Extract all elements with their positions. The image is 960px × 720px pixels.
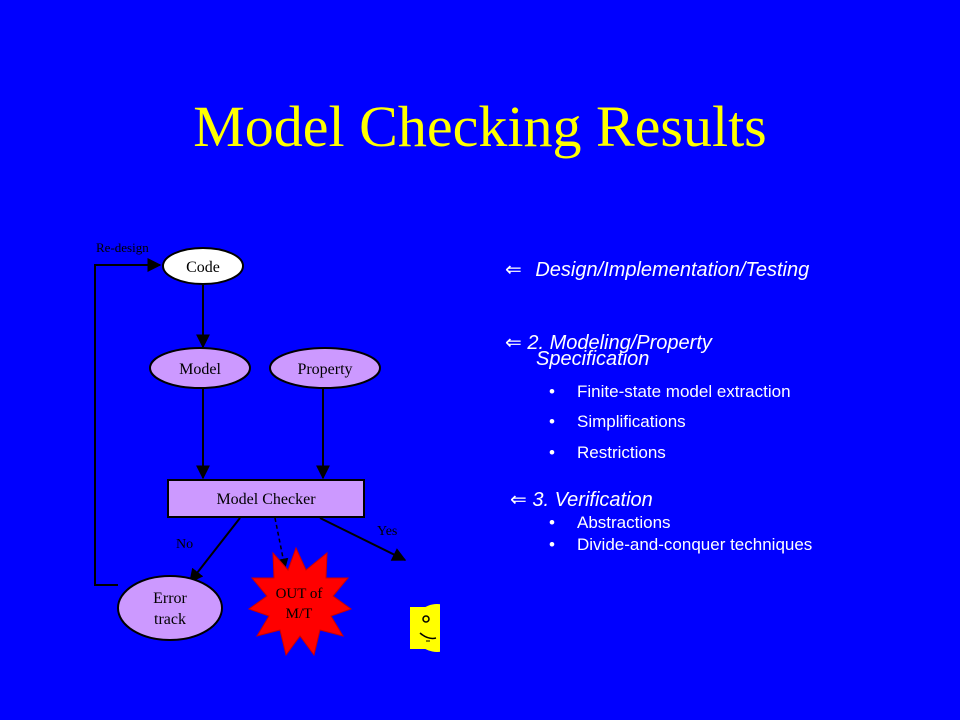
no-branch-arrow (189, 517, 241, 584)
step2-item: ⇐ 2. Modeling/Property (505, 330, 712, 355)
step2-label-line2: Specification (536, 348, 650, 370)
model-checker-label: Model Checker (216, 491, 316, 508)
left-arrow-icon: ⇐ (505, 259, 522, 281)
bullet-icon: • (549, 412, 555, 431)
bullet-icon: • (549, 443, 555, 462)
model-label: Model (179, 361, 221, 378)
step3-bullet-1-text: Abstractions (577, 513, 671, 532)
step3-bullet-1: • Abstractions (549, 513, 671, 533)
property-label: Property (297, 361, 352, 378)
step3-bullet-2: • Divide-and-conquer techniques (549, 535, 812, 555)
out-branch-arrow (274, 517, 289, 570)
step3-bullet-2-text: Divide-and-conquer techniques (577, 535, 813, 554)
error-track-node (117, 575, 223, 641)
no-label: No (176, 537, 193, 552)
bullet-icon: • (549, 513, 555, 532)
error-track-label-line2: track (154, 611, 186, 628)
smiley-face-icon (410, 600, 470, 660)
redesign-label: Re-design (96, 240, 149, 255)
step3-label: 3. Verification (532, 489, 653, 511)
yes-label: Yes (377, 524, 397, 539)
step2-bullet-3: • Restrictions (549, 443, 666, 463)
out-of-mt-label-line1: OUT of (276, 586, 323, 602)
out-of-mt-burst-icon (247, 546, 353, 657)
step3-item: ⇐ 3. Verification (510, 487, 653, 512)
code-label: Code (186, 259, 220, 276)
bullet-icon: • (549, 535, 555, 554)
property-node (269, 347, 381, 389)
slide-title: Model Checking Results (193, 94, 767, 159)
step2-bullet-1: • Finite-state model extraction (549, 382, 791, 402)
step2-bullet-3-text: Restrictions (577, 443, 666, 462)
step2-label-line1: 2. Modeling/Property (527, 332, 712, 354)
model-checker-box (167, 479, 365, 518)
bullet-icon: • (549, 382, 555, 401)
step1-label: Design/Implementation/Testing (535, 259, 810, 281)
out-of-mt-label-line2: M/T (286, 606, 313, 622)
left-arrow-icon: ⇐ (505, 332, 522, 354)
step1-item: ⇐ Design/Implementation/Testing (505, 257, 809, 282)
step2-bullet-2-text: Simplifications (577, 412, 686, 431)
redesign-loop-line (94, 258, 162, 586)
step2-bullet-1-text: Finite-state model extraction (577, 382, 791, 401)
code-node (162, 247, 244, 285)
model-node (149, 347, 251, 389)
step2-bullet-2: • Simplifications (549, 412, 686, 432)
error-track-label-line1: Error (153, 590, 187, 607)
yes-branch-arrow (319, 517, 407, 561)
left-arrow-icon: ⇐ (510, 489, 527, 511)
